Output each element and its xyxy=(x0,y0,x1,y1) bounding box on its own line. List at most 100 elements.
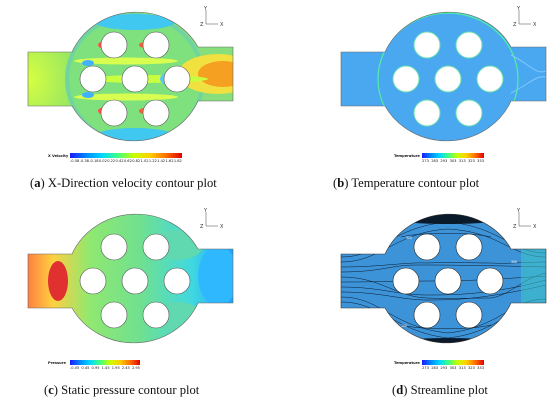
colorbar-tick-label: 0.02 xyxy=(98,159,107,163)
tube-circle xyxy=(455,31,483,59)
tube-circle xyxy=(142,99,170,127)
colorbar-tick-label: 283 xyxy=(431,366,439,370)
tube-circle xyxy=(79,267,107,295)
tube-circle xyxy=(121,267,149,295)
tube-circle xyxy=(413,99,441,127)
colorbar-tick-label: -0.58 xyxy=(70,159,80,163)
colorbar-tick-label: 273 xyxy=(422,366,429,370)
caption-letter: d xyxy=(396,383,404,397)
caption-letter: a xyxy=(34,176,41,190)
colorbar-tick-label: 0.45 xyxy=(81,366,90,370)
caption-text: Temperature contour plot xyxy=(351,176,480,190)
colorbar-tick-label: -0.05 xyxy=(70,366,80,370)
tube-circle xyxy=(100,233,128,261)
temperature-contour-plot: Y X Z xyxy=(340,6,547,142)
tube-circle xyxy=(121,65,149,93)
colorbar-tick-label: 283 xyxy=(431,159,439,163)
colorbar-tick-label: 1.45 xyxy=(101,366,110,370)
streamline-plot: 300 300 300 300 Y X Z xyxy=(340,208,547,344)
colorbar-tick-label: 323 xyxy=(467,159,475,163)
axis-label-x: X xyxy=(220,224,224,230)
tube-circle xyxy=(392,267,420,295)
tube-circle xyxy=(455,301,483,329)
colorbar-tick-label: 303 xyxy=(449,366,457,370)
streamline-label: 300 xyxy=(401,324,407,328)
axis-triad xyxy=(518,212,531,227)
colorbar-tick-label: 1.82 xyxy=(173,159,182,163)
tube-circle xyxy=(413,233,441,261)
colorbar-title: Temperature xyxy=(394,154,420,158)
axis-label-y: Y xyxy=(203,6,208,12)
axis-label-y: Y xyxy=(516,6,521,12)
colorbar-gradient xyxy=(70,360,140,365)
caption-text: X-Direction velocity contour plot xyxy=(47,176,217,190)
colorbar-tick-label: 273 xyxy=(422,159,429,163)
axis-label-x: X xyxy=(533,22,537,28)
colorbar-gradient xyxy=(422,153,484,158)
tube-circle xyxy=(142,301,170,329)
colorbar-tick-label: 1.42 xyxy=(157,159,166,163)
tube-circle xyxy=(100,99,128,127)
caption-text: Streamline plot xyxy=(410,383,488,397)
caption-letter: b xyxy=(337,176,345,190)
temperature-contour-panel: Y X Z xyxy=(340,5,547,153)
caption-text: Static pressure contour plot xyxy=(61,383,200,397)
velocity-contour-panel: Y X Z xyxy=(27,5,234,153)
colorbar-title: Temperature xyxy=(394,361,420,365)
tube-circle xyxy=(392,65,420,93)
tube-circle xyxy=(455,233,483,261)
colorbar-tick-label: 293 xyxy=(440,366,448,370)
tube-circle xyxy=(476,267,504,295)
tube-circle xyxy=(100,301,128,329)
tube-circle xyxy=(455,99,483,127)
colorbar-tick-label: 293 xyxy=(440,159,448,163)
colorbar-gradient xyxy=(70,153,182,158)
colorbar-gradient xyxy=(422,360,484,365)
caption-a: (a) X-Direction velocity contour plot xyxy=(30,176,217,190)
streamline-label: 300 xyxy=(491,328,497,332)
colorbar-tick-label: 333 xyxy=(477,159,484,163)
axis-triad xyxy=(518,10,531,25)
pressure-contour-plot: Y X Z xyxy=(27,208,234,344)
axis-label-z: Z xyxy=(513,22,517,28)
colorbar-tick-label: 313 xyxy=(458,159,466,163)
axis-label-z: Z xyxy=(200,224,204,230)
axis-triad xyxy=(205,212,218,227)
caption-c: (c) Static pressure contour plot xyxy=(44,383,200,397)
colorbar-tick-label: 1.62 xyxy=(165,159,174,163)
colorbar-title: X Velocity xyxy=(48,154,69,158)
colorbar-tick-label: 2.95 xyxy=(131,366,140,370)
colorbar-tick-label: -0.18 xyxy=(89,159,99,163)
colorbar-tick-label: 0.82 xyxy=(132,159,141,163)
colorbar-tick-label: 0.62 xyxy=(123,159,132,163)
colorbar-tick-label: 323 xyxy=(467,366,475,370)
axis-label-x: X xyxy=(533,224,537,230)
axis-label-y: Y xyxy=(516,208,521,214)
velocity-contour-plot: Y X Z xyxy=(27,6,234,142)
tube-circle xyxy=(413,301,441,329)
colorbar-tick-label: 0.95 xyxy=(91,366,100,370)
colorbar-tick-label: 1.22 xyxy=(148,159,157,163)
caption-b: (b) Temperature contour plot xyxy=(333,176,480,190)
tube-circle xyxy=(434,267,462,295)
axis-label-x: X xyxy=(220,22,224,28)
tube-circle xyxy=(100,31,128,59)
streamline-label: 300 xyxy=(406,236,412,240)
tube-circle xyxy=(434,65,462,93)
colorbar-tick-label: 303 xyxy=(449,159,457,163)
pressure-contour-panel: Y X Z xyxy=(27,207,234,355)
tube-circle xyxy=(476,65,504,93)
tube-circle xyxy=(142,233,170,261)
colorbar-title: Pressure xyxy=(48,361,66,365)
tube-circle xyxy=(163,267,191,295)
tube-circle xyxy=(79,65,107,93)
caption-letter: c xyxy=(48,383,54,397)
axis-label-z: Z xyxy=(513,224,517,230)
streamline-panel: 300 300 300 300 Y X Z xyxy=(340,207,547,355)
axis-label-z: Z xyxy=(200,22,204,28)
caption-d: (d) Streamline plot xyxy=(392,383,488,397)
